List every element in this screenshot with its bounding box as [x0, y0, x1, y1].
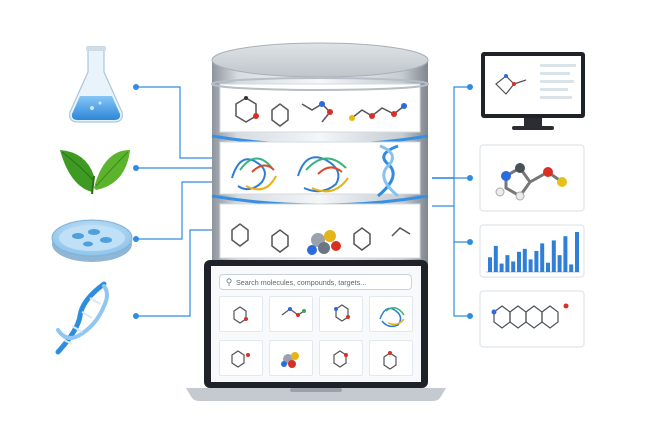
bar	[493, 245, 498, 272]
flask-icon	[69, 46, 123, 123]
result-tile[interactable]	[219, 340, 263, 376]
search-input[interactable]: ⚲ Search molecules, compounds, targets..…	[219, 274, 412, 290]
bar	[522, 248, 527, 272]
molecule-3d-panel	[479, 144, 585, 212]
bar	[540, 243, 545, 272]
laptop-screen: ⚲ Search molecules, compounds, targets..…	[213, 268, 419, 381]
dna-icon	[55, 281, 109, 355]
bar	[569, 264, 574, 272]
result-tile[interactable]	[319, 340, 363, 376]
result-tile[interactable]	[269, 340, 313, 376]
bar	[551, 240, 556, 272]
leaf-icon	[60, 150, 130, 195]
bar	[517, 251, 521, 272]
search-placeholder: Search molecules, compounds, targets...	[236, 277, 367, 287]
bar	[505, 255, 510, 272]
bar	[557, 255, 562, 272]
result-tile[interactable]	[369, 296, 413, 332]
shelf-dna-icon	[377, 144, 399, 198]
result-tile[interactable]	[269, 296, 313, 332]
shelf1-atoms	[244, 96, 407, 121]
space-fill-molecule	[307, 230, 341, 255]
bar	[563, 236, 568, 272]
monitor-icon	[481, 52, 585, 130]
bar-chart-panel	[479, 224, 585, 278]
bar	[511, 261, 516, 272]
structure-diagram-panel	[479, 290, 585, 348]
result-tile[interactable]	[319, 296, 363, 332]
bar	[528, 259, 533, 272]
search-icon: ⚲	[225, 276, 233, 287]
shelf3-molecules	[231, 223, 411, 253]
protein-ribbon-left	[231, 157, 277, 191]
bar-chart-bars	[488, 232, 579, 272]
bar	[534, 250, 539, 272]
bar	[546, 262, 550, 272]
petri-dish-icon	[51, 219, 133, 262]
connector-dots	[133, 84, 473, 319]
result-tile[interactable]	[369, 340, 413, 376]
connector-lines	[136, 86, 470, 317]
result-tile[interactable]	[219, 296, 263, 332]
bar	[499, 263, 504, 272]
bar	[575, 232, 579, 272]
bar	[488, 257, 492, 272]
protein-ribbon-right	[297, 156, 349, 193]
